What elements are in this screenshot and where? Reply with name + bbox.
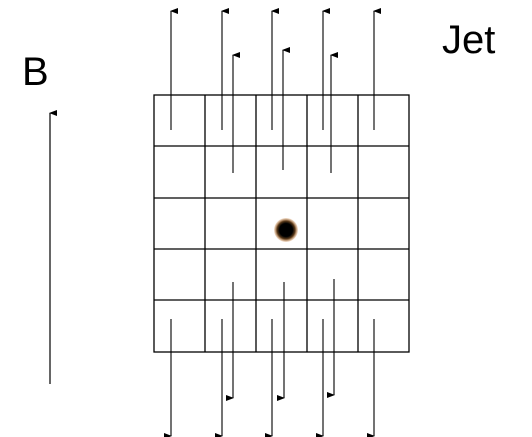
jet-arrows-down-bottom	[171, 319, 374, 436]
jet-arrows-up-second	[233, 50, 331, 173]
central-particle	[274, 218, 298, 242]
jet-arrows-down-fourth	[233, 279, 334, 398]
jet-arrows-up-top	[171, 11, 374, 130]
